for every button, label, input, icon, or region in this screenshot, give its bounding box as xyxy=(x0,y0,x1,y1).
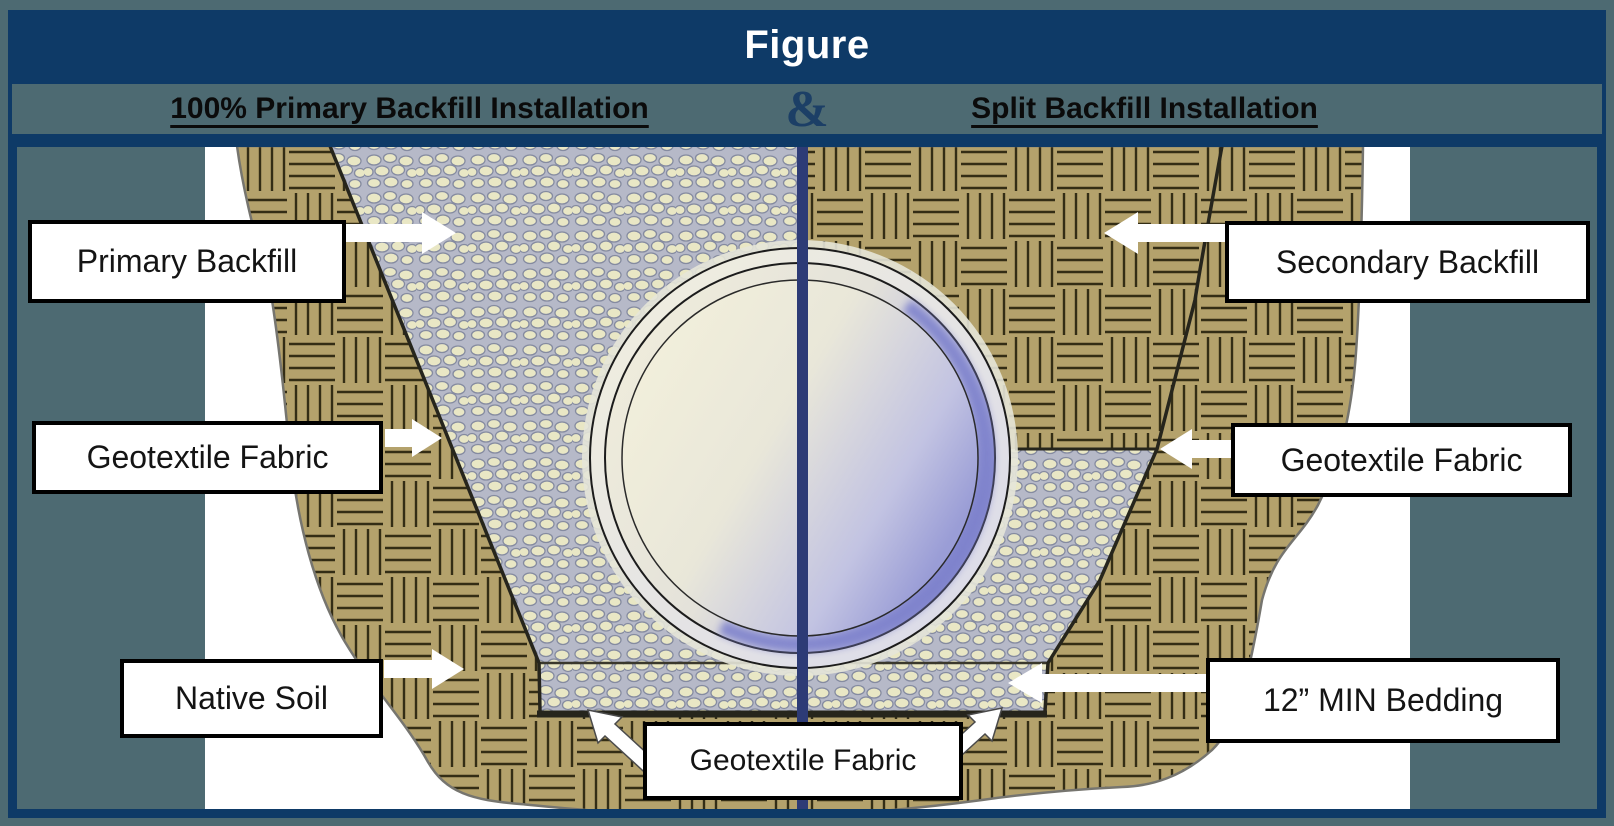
geotextile-fabric-bottom-label: Geotextile Fabric xyxy=(643,722,963,800)
bedding-arrow xyxy=(1008,663,1207,703)
right-trench-wall-line xyxy=(1043,145,1224,712)
native-soil-label: Native Soil xyxy=(120,659,383,738)
secondary-backfill-label: Secondary Backfill xyxy=(1225,221,1590,303)
primary-backfill-arrow xyxy=(346,212,456,254)
left-installation-title: 100% Primary Backfill Installation xyxy=(170,92,649,125)
geotextile-left-arrow xyxy=(385,419,442,457)
geotextile-right-arrow xyxy=(1160,429,1232,469)
bedding-label: 12” MIN Bedding xyxy=(1206,658,1560,743)
page-title: Figure xyxy=(744,22,870,67)
secondary-backfill-arrow xyxy=(1104,212,1225,254)
header-bar: Figure xyxy=(8,10,1606,80)
geotextile-fabric-right-label: Geotextile Fabric xyxy=(1231,423,1572,497)
ampersand-separator: & xyxy=(785,80,829,138)
callout-arrows xyxy=(346,212,1232,782)
subtitle-bar: 100% Primary Backfill Installation & Spl… xyxy=(8,80,1606,138)
geotextile-fabric-left-label: Geotextile Fabric xyxy=(32,421,383,494)
right-installation-title: Split Backfill Installation xyxy=(971,92,1318,125)
main-area-frame xyxy=(8,138,1606,818)
trench-centerline xyxy=(797,146,808,813)
primary-backfill-label: Primary Backfill xyxy=(28,220,346,303)
native-soil-arrow xyxy=(384,649,464,689)
left-trench-wall-line xyxy=(328,145,542,712)
